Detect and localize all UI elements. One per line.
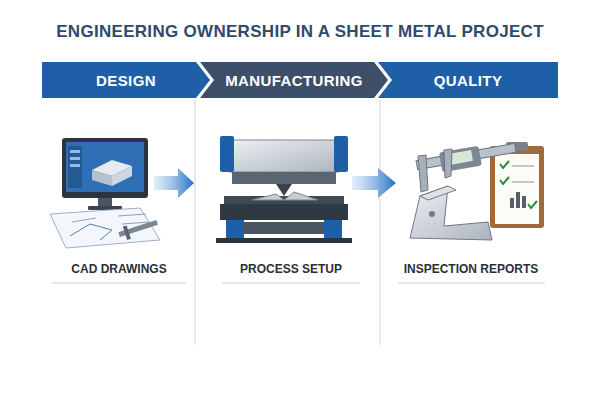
caliper: [416, 143, 516, 192]
stage-heading: DESIGN: [96, 72, 156, 89]
diagram-title: ENGINEERING OWNERSHIP IN A SHEET METAL P…: [0, 22, 600, 42]
column-label: INSPECTION REPORTS: [404, 262, 539, 276]
press-brake: [216, 136, 352, 243]
column-label: PROCESS SETUP: [240, 262, 342, 276]
chevron-fill: [42, 62, 210, 98]
chevron-fill: [200, 62, 388, 98]
label-underline: [52, 283, 186, 284]
column-divider: [380, 100, 381, 345]
label-underline: [222, 283, 360, 284]
stage-heading: MANUFACTURING: [225, 72, 363, 89]
column-divider: [195, 100, 196, 345]
flow-arrow: [154, 168, 194, 198]
blueprint-drawing: [50, 208, 160, 248]
cad-monitor: [62, 138, 148, 210]
stage-heading: QUALITY: [434, 72, 503, 89]
banner-segment: QUALITY: [378, 62, 558, 98]
column-label: CAD DRAWINGS: [71, 262, 166, 276]
flow-arrow: [352, 168, 396, 198]
banner-segment: MANUFACTURING: [200, 62, 388, 98]
chevron-fill: [378, 62, 558, 98]
banner-segment: DESIGN: [42, 62, 210, 98]
sheet-metal-part: [410, 186, 492, 240]
label-underline: [398, 283, 545, 284]
